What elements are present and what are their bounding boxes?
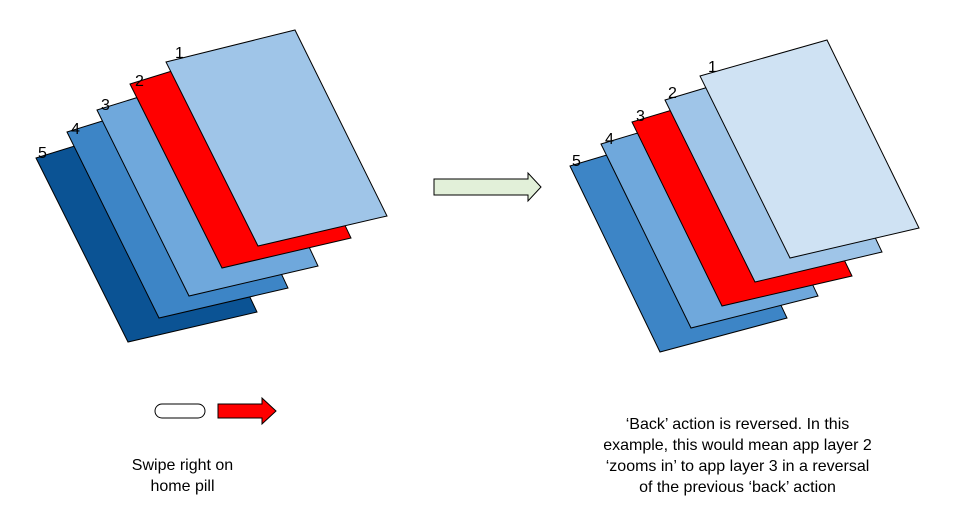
left-layer-1-label: 1 bbox=[175, 45, 184, 62]
right-layer-1-label: 1 bbox=[708, 59, 717, 76]
left-layer-5-label: 5 bbox=[38, 145, 47, 162]
right-layer-stack: 5 4 3 2 1 bbox=[569, 39, 920, 353]
home-pill-icon bbox=[154, 403, 206, 419]
right-layer-1 bbox=[699, 39, 920, 259]
transition-arrow bbox=[433, 171, 542, 203]
left-layer-stack: 5 4 3 2 1 bbox=[35, 29, 388, 343]
gesture-caption: Swipe right on home pill bbox=[131, 457, 234, 495]
left-layer-3-label: 3 bbox=[101, 97, 110, 114]
behavior-caption: ‘Back’ action is reversed. In this examp… bbox=[603, 416, 872, 496]
right-layer-3-label: 3 bbox=[636, 108, 645, 125]
right-layer-5-label: 5 bbox=[572, 153, 581, 170]
left-layer-2-label: 2 bbox=[135, 73, 144, 90]
left-layer-4-label: 4 bbox=[71, 121, 80, 138]
swipe-right-arrow-icon bbox=[217, 396, 277, 426]
right-layer-4-label: 4 bbox=[605, 131, 614, 148]
right-layer-2-label: 2 bbox=[668, 85, 677, 102]
left-layer-1 bbox=[165, 29, 388, 247]
